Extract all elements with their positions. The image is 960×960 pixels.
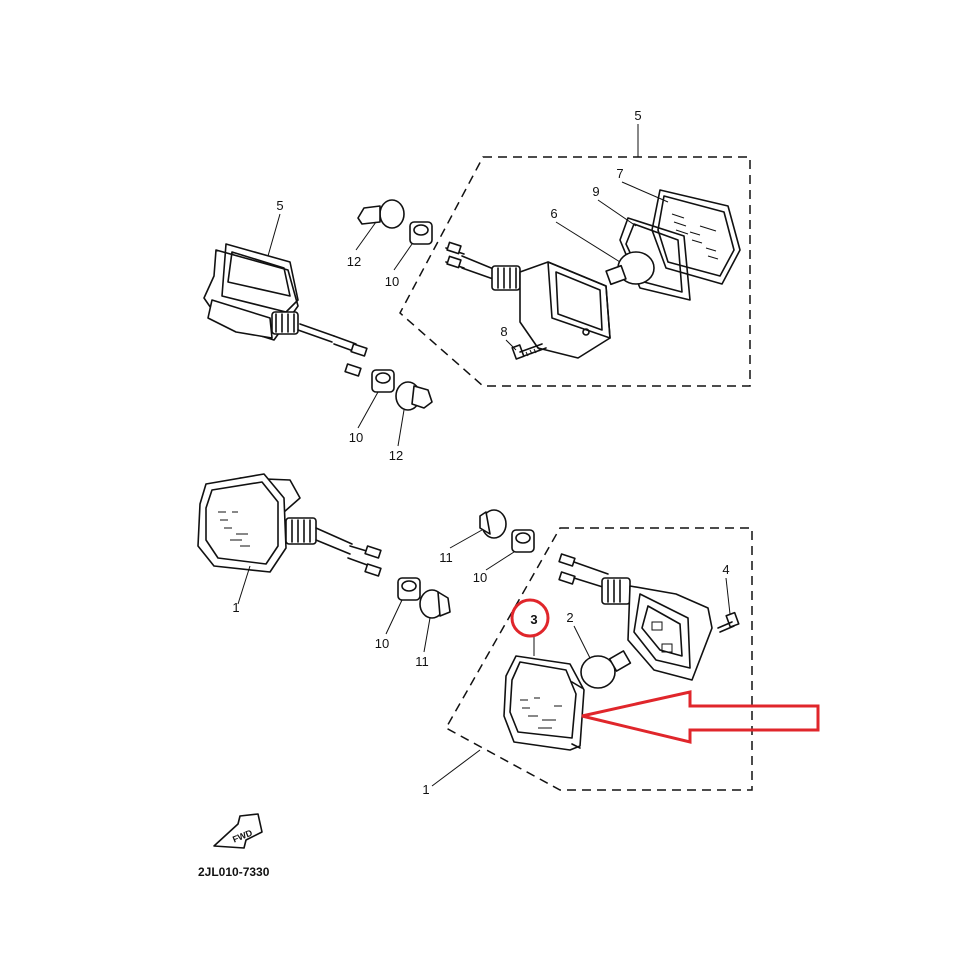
fwd-arrow: FWD bbox=[213, 813, 263, 849]
callout-rear-nut-top: 10 bbox=[385, 274, 399, 289]
rear-bulb bbox=[605, 251, 655, 286]
callout-front-nut-top: 10 bbox=[473, 570, 487, 585]
callout-rear-cap-bottom: 12 bbox=[389, 448, 403, 463]
front-nut-top bbox=[511, 529, 535, 553]
callout-front-lens: 3 bbox=[530, 612, 537, 627]
rear-nut-top bbox=[409, 221, 433, 245]
callout-rear-left-lamp: 5 bbox=[276, 198, 283, 213]
front-left-lamp bbox=[197, 473, 382, 577]
callout-rear-nut-bottom: 10 bbox=[349, 430, 363, 445]
front-bulb bbox=[580, 650, 632, 689]
callout-rear-lens: 7 bbox=[616, 166, 623, 181]
rear-right-lamp bbox=[445, 241, 611, 359]
callout-rear-screw: 8 bbox=[500, 324, 507, 339]
callout-front-assembly: 1 bbox=[422, 782, 429, 797]
front-assembly-box bbox=[444, 527, 753, 791]
callout-front-left-lamp: 1 bbox=[232, 600, 239, 615]
highlight-circle bbox=[510, 598, 550, 638]
callout-front-cap-bottom: 11 bbox=[415, 654, 429, 669]
rear-cap-top bbox=[357, 199, 405, 229]
callout-rear-assembly: 5 bbox=[634, 108, 641, 123]
callout-front-nut-bottom: 10 bbox=[375, 636, 389, 651]
callout-front-bulb: 2 bbox=[566, 610, 573, 625]
rear-lens bbox=[651, 189, 741, 285]
front-cap-top bbox=[479, 509, 507, 539]
callout-rear-cap-top: 12 bbox=[347, 254, 361, 269]
leader-lines bbox=[237, 124, 731, 787]
front-screw bbox=[717, 611, 740, 633]
callout-front-cap-top: 11 bbox=[439, 550, 453, 565]
front-cap-bottom bbox=[419, 589, 451, 619]
callout-rear-gasket: 9 bbox=[592, 184, 599, 199]
callout-front-screw: 4 bbox=[722, 562, 729, 577]
rear-gasket bbox=[619, 217, 691, 301]
front-lens bbox=[503, 655, 585, 751]
rear-assembly-box bbox=[399, 156, 751, 387]
front-nut-bottom bbox=[397, 577, 421, 601]
highlight-arrow bbox=[581, 690, 820, 744]
rear-left-lamp bbox=[203, 243, 368, 377]
rear-nut-bottom bbox=[371, 369, 395, 393]
front-right-lamp bbox=[558, 553, 713, 681]
callout-rear-bulb: 6 bbox=[550, 206, 557, 221]
rear-cap-bottom bbox=[395, 381, 433, 411]
diagram-code: 2JL010-7330 bbox=[198, 865, 270, 879]
